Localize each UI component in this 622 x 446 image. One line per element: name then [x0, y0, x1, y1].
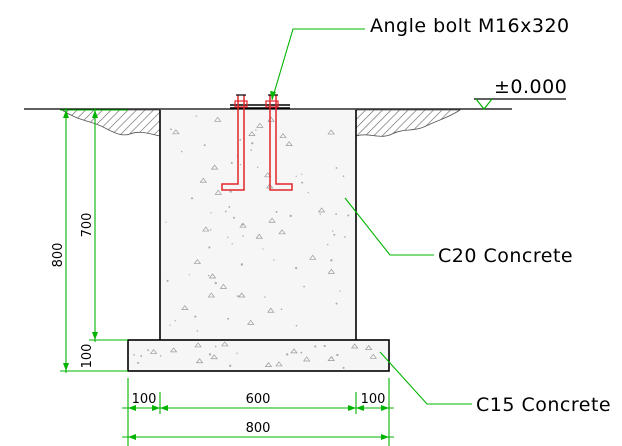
dim-h600-text: 600 — [246, 392, 271, 407]
dim-v100-text: 100 — [80, 344, 95, 369]
level-marker — [474, 98, 566, 110]
dim-v800-text: 800 — [51, 243, 66, 268]
concrete-column — [160, 110, 356, 340]
concrete-footing — [127, 339, 390, 372]
soil-hatch-left — [60, 109, 161, 137]
dim-v700-text: 700 — [80, 213, 95, 238]
c20-label: C20 Concrete — [438, 245, 573, 267]
angle-bolt-assembly — [221, 94, 293, 191]
level-label: ±0.000 — [494, 76, 567, 98]
concrete-aggregate — [133, 115, 377, 369]
bolt-leader — [271, 28, 365, 101]
dim-horizontal-chain — [122, 378, 394, 446]
dim-horizontal-800 — [122, 434, 394, 440]
c15-label: C15 Concrete — [476, 394, 611, 416]
dim-h100-left-text: 100 — [132, 392, 157, 407]
dim-vertical-700 — [89, 108, 128, 342]
soil-hatch-right — [355, 109, 462, 137]
bolt-label: Angle bolt M16x320 — [370, 15, 570, 37]
c20-leader — [344, 197, 434, 256]
c15-leader — [379, 351, 472, 405]
dim-h100-right-text: 100 — [361, 392, 386, 407]
dim-h800-text: 800 — [246, 421, 271, 436]
dim-vertical-800 — [60, 108, 128, 373]
